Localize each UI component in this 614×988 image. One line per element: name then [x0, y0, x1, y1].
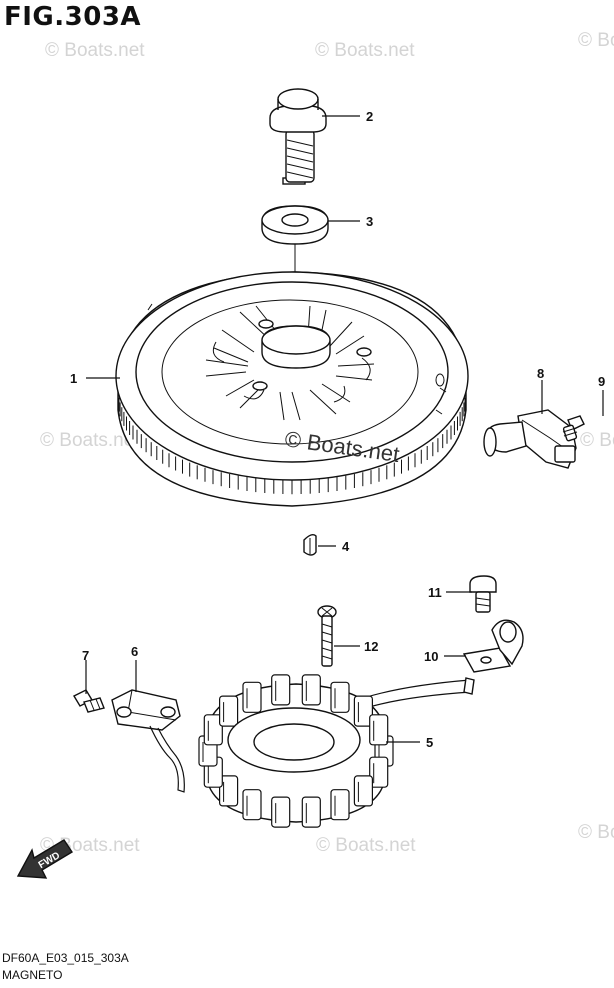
part-8-pickup-sensor [483, 409, 577, 469]
callout-10: 10 [424, 649, 438, 664]
watermark: © Boats.net [316, 835, 416, 856]
part-11-bolt [469, 575, 497, 613]
part-6-pulser-coil [111, 689, 185, 793]
callout-1: 1 [70, 371, 77, 386]
figure-title: FIG.303A [4, 2, 142, 32]
callout-8: 8 [537, 366, 544, 381]
callout-11: 11 [428, 585, 442, 600]
watermark: © Boats.net [578, 822, 614, 843]
part-4-woodruff-key [303, 533, 317, 556]
figure-caption: MAGNETO [2, 968, 63, 982]
leader-lines [85, 115, 604, 743]
part-2-flange-bolt [269, 88, 327, 185]
callout-9: 9 [598, 374, 605, 389]
watermark: © Boats.net [40, 430, 140, 451]
callout-3: 3 [366, 214, 373, 229]
part-12-screw [317, 605, 337, 667]
figure-code: DF60A_E03_015_303A [2, 951, 129, 965]
watermark: © Boats.net [578, 30, 614, 51]
callout-6: 6 [131, 644, 138, 659]
part-3-washer [261, 205, 329, 245]
callout-7: 7 [82, 648, 89, 663]
part-1-flywheel [115, 271, 469, 507]
watermark: © Boats.net [580, 430, 614, 451]
part-7-screw [73, 689, 105, 713]
part-5-stator [198, 674, 475, 828]
watermark: © Boats.net [45, 40, 145, 61]
callouts: 2 3 1 4 5 6 7 8 9 10 11 12 [70, 109, 605, 750]
callout-2: 2 [366, 109, 373, 124]
watermark: © Boats.net [315, 40, 415, 61]
callout-4: 4 [342, 539, 350, 554]
callout-12: 12 [364, 639, 378, 654]
callout-5: 5 [426, 735, 433, 750]
part-9-bolt [562, 415, 585, 442]
part-10-cable-clamp [462, 619, 524, 673]
